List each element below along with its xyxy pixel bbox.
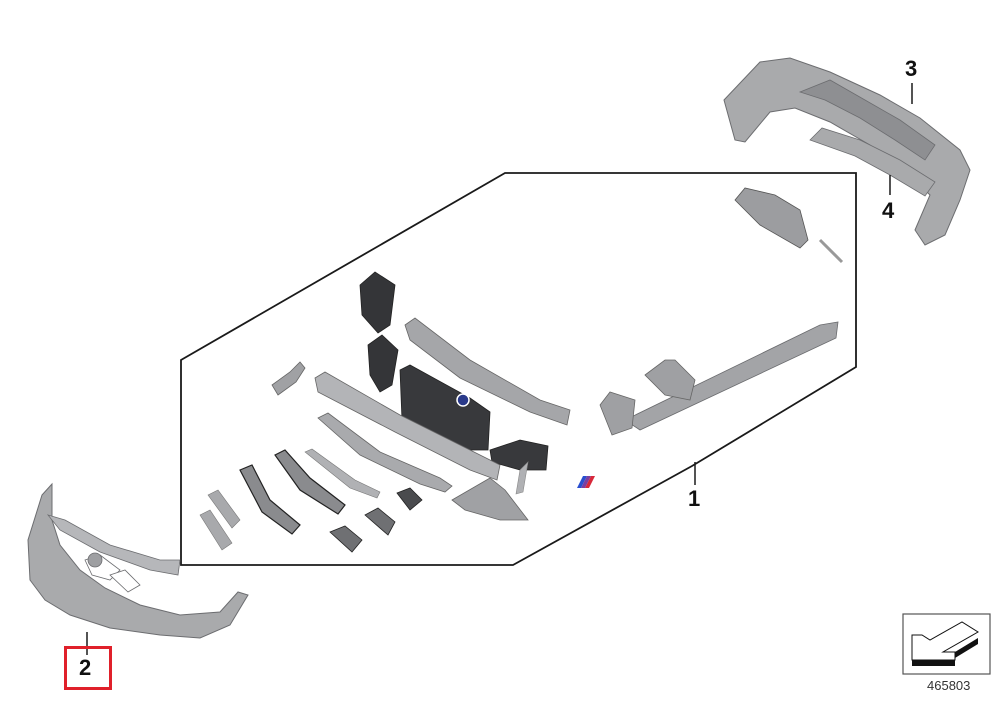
callout-1[interactable]: 1 (688, 486, 701, 511)
rear-diffuser[interactable] (809, 127, 936, 197)
kit-boundary (180, 172, 857, 566)
reference-number: 465803 (927, 678, 971, 693)
callout-2-highlight (64, 646, 112, 690)
callout-3[interactable]: 3 (905, 56, 918, 81)
m-badge-icon (577, 476, 595, 488)
callout-4[interactable]: 4 (882, 198, 895, 223)
arrow-icon (902, 613, 991, 675)
rear-bumper[interactable] (723, 57, 971, 246)
front-bumper[interactable] (27, 482, 249, 639)
callout-2[interactable]: 2 (79, 655, 92, 680)
kit-components (199, 187, 844, 553)
leader-lines (86, 83, 913, 655)
